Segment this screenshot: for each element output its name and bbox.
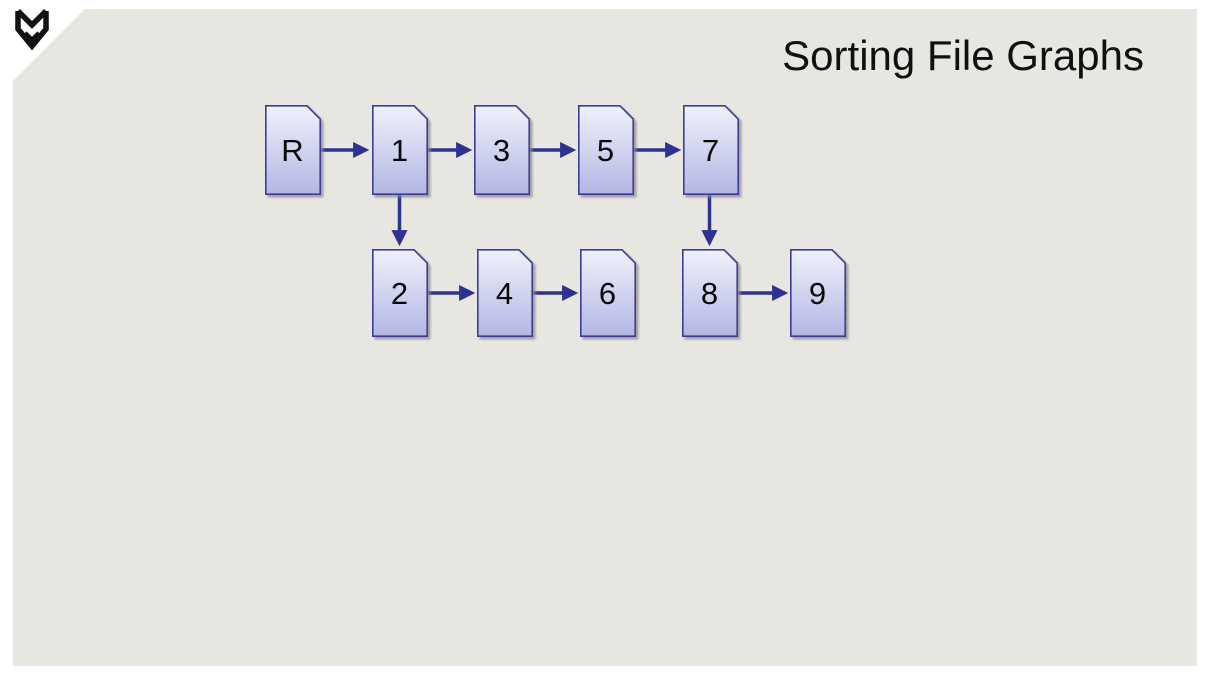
file-node-1: 1 — [372, 105, 428, 195]
file-node-label: R — [281, 133, 303, 168]
file-node-R: R — [265, 105, 321, 195]
file-node-8: 8 — [682, 249, 738, 337]
file-node-5: 5 — [578, 105, 634, 195]
file-node-label: 6 — [599, 276, 616, 311]
file-node-label: 4 — [496, 276, 513, 311]
file-node-label: 2 — [391, 276, 408, 311]
file-node-3: 3 — [474, 105, 530, 195]
file-node-label: 9 — [809, 276, 826, 311]
file-node-label: 5 — [597, 133, 614, 168]
slide-title: Sorting File Graphs — [782, 32, 1144, 79]
double-chevron-shield-logo — [15, 9, 49, 51]
file-node-label: 8 — [701, 276, 718, 311]
file-node-label: 3 — [493, 133, 510, 168]
file-node-9: 9 — [790, 249, 846, 337]
file-node-label: 7 — [702, 133, 719, 168]
file-node-4: 4 — [477, 249, 533, 337]
file-node-label: 1 — [391, 133, 408, 168]
file-node-7: 7 — [683, 105, 739, 195]
file-node-6: 6 — [580, 249, 636, 337]
diagram-edges — [321, 141, 789, 302]
file-node-2: 2 — [372, 249, 428, 337]
